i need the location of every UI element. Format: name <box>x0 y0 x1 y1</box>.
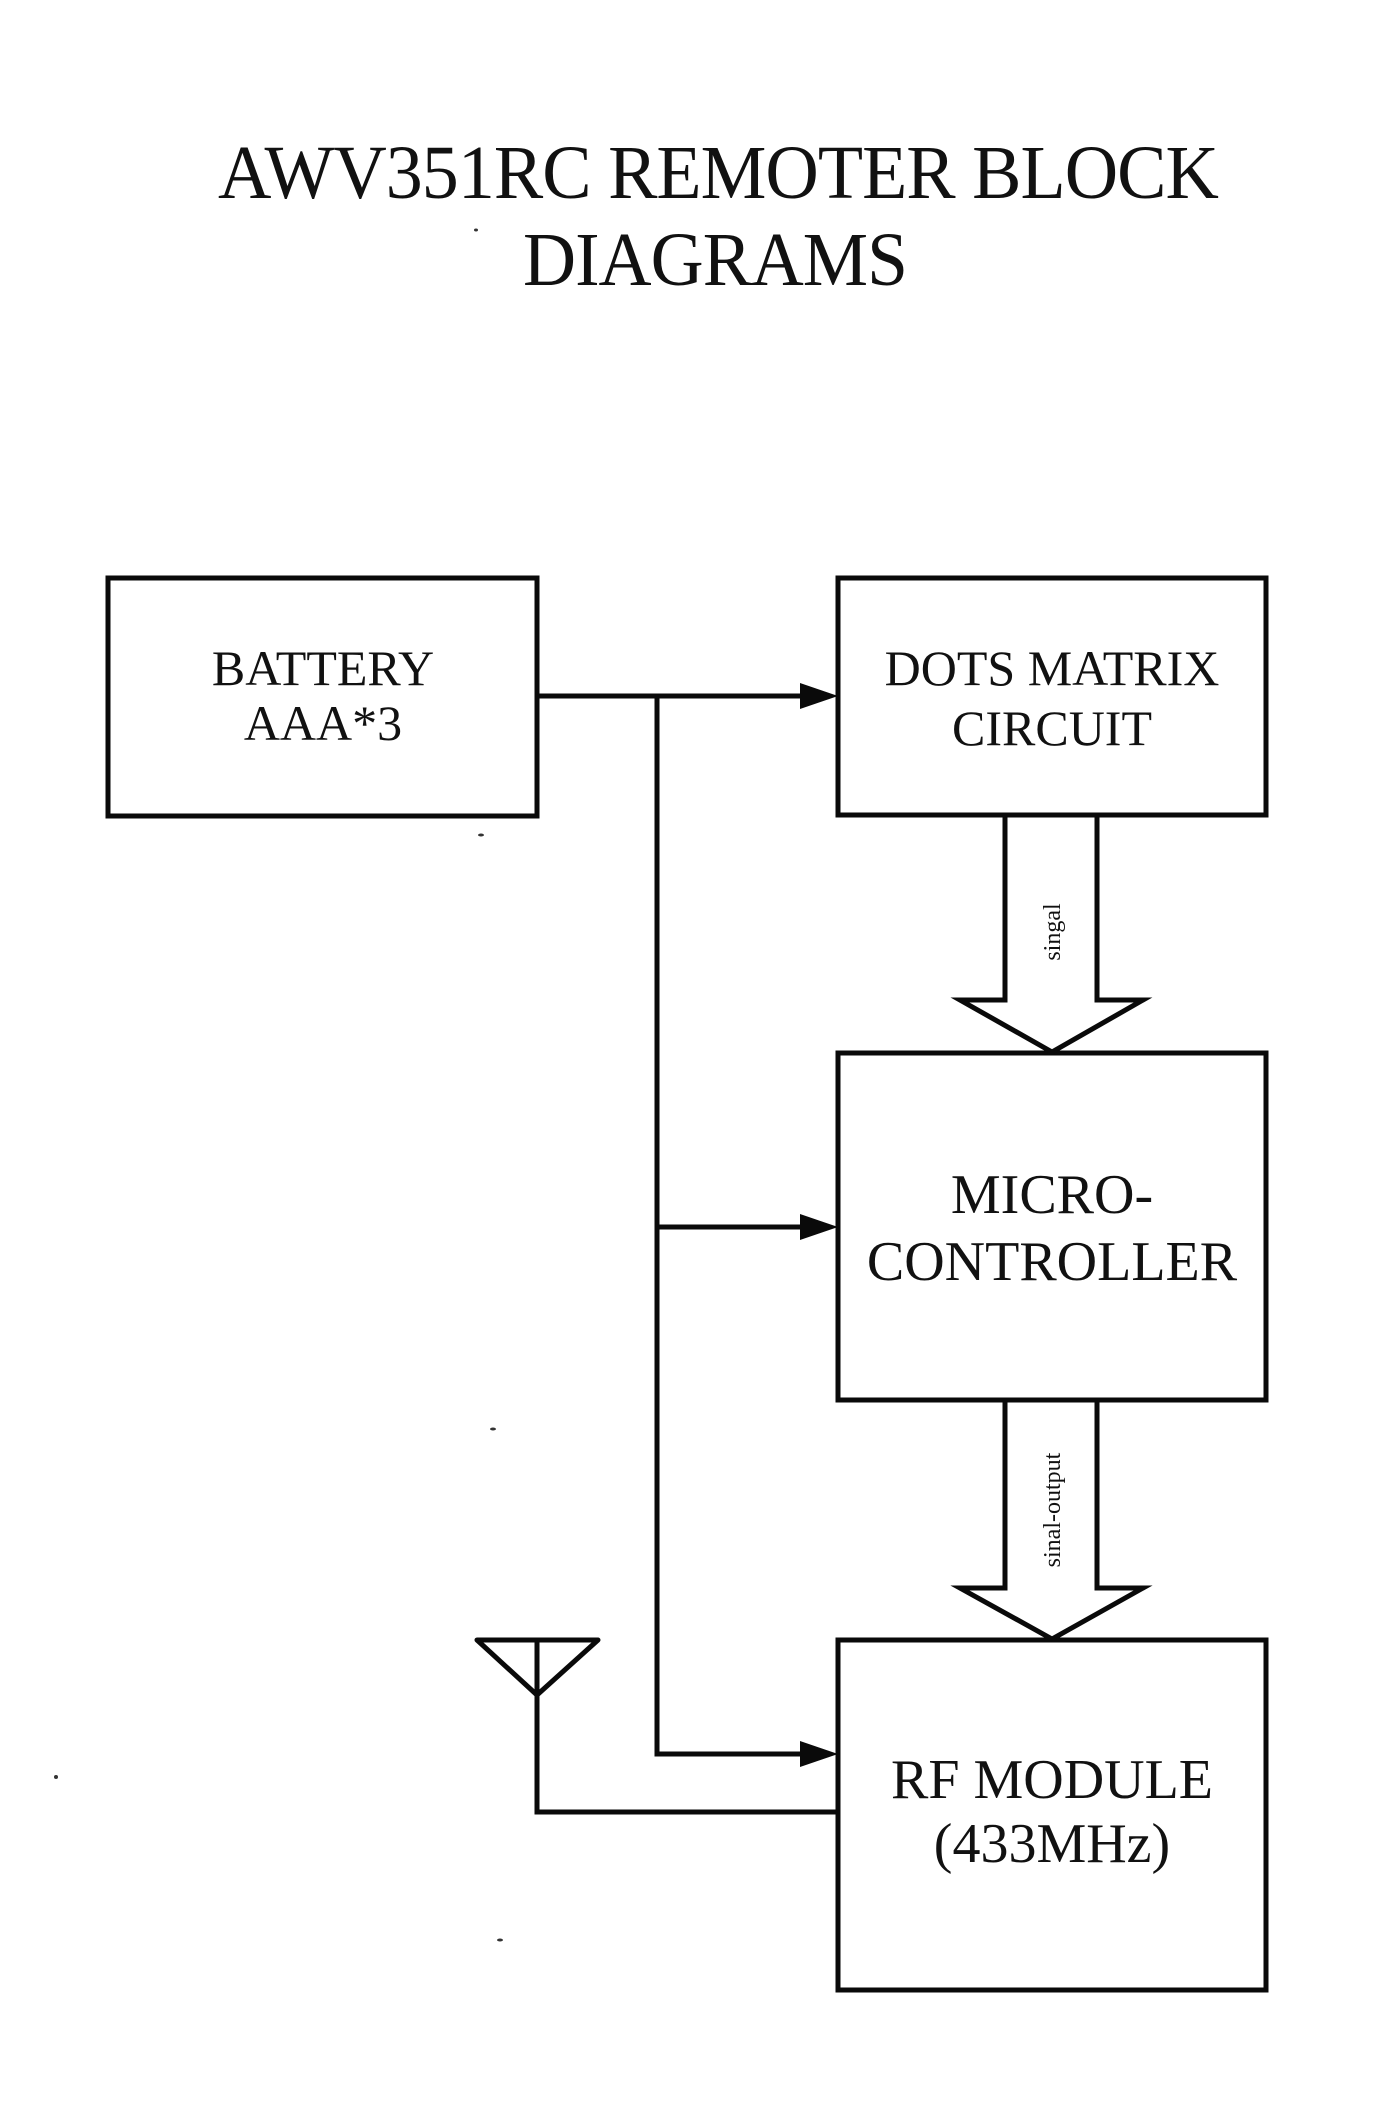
rf-module-label-line1: RF MODULE <box>891 1749 1213 1811</box>
microcontroller-label-line1: MICRO- <box>951 1164 1153 1226</box>
speck <box>490 1427 496 1431</box>
diagram-title-line2: DIAGRAMS <box>523 218 907 302</box>
signal-output-block-arrow <box>950 1397 1153 1642</box>
signal-output-arrow: sinal-output <box>950 1397 1153 1642</box>
dots-matrix-box <box>835 575 1269 818</box>
antenna-mast <box>534 1637 841 1815</box>
dots-matrix-label-line2: CIRCUIT <box>952 700 1152 756</box>
power-bus-vertical <box>654 693 805 1757</box>
rf-module-box <box>835 1637 1269 1993</box>
antenna-icon <box>474 1637 841 1815</box>
dots-matrix-block: DOTS MATRIX CIRCUIT <box>835 575 1269 818</box>
rf-module-block: RF MODULE (433MHz) <box>835 1637 1269 1993</box>
battery-box <box>105 575 540 819</box>
signal-arrow-label: singal <box>1040 903 1066 961</box>
signal-output-arrow-label: sinal-output <box>1040 1452 1066 1567</box>
microcontroller-block: MICRO- CONTROLLER <box>835 1050 1269 1403</box>
speck <box>497 1938 503 1942</box>
battery-block: BATTERY AAA*3 <box>105 575 540 819</box>
microcontroller-label-line2: CONTROLLER <box>867 1231 1238 1293</box>
battery-label-line2: AAA*3 <box>244 695 402 751</box>
signal-arrow: singal <box>950 812 1153 1055</box>
arrow-to-microcontroller <box>800 1214 838 1240</box>
rf-module-label-line2: (433MHz) <box>934 1813 1170 1875</box>
speck <box>478 833 484 837</box>
arrow-to-rf-module <box>800 1741 838 1767</box>
scan-specks <box>54 228 503 1942</box>
battery-label-line1: BATTERY <box>212 640 434 696</box>
diagram-title-line1: AWV351RC REMOTER BLOCK <box>218 131 1219 215</box>
signal-block-arrow <box>950 812 1153 1055</box>
speck <box>474 228 478 232</box>
power-bus <box>534 683 838 1767</box>
microcontroller-box <box>835 1050 1269 1403</box>
speck <box>54 1775 58 1779</box>
arrow-to-dots-matrix <box>800 683 838 709</box>
dots-matrix-label-line1: DOTS MATRIX <box>885 640 1220 696</box>
